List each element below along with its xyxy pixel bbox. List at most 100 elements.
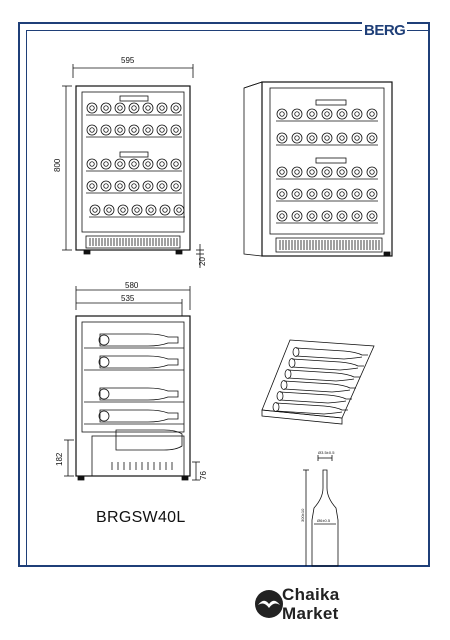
control-panel — [315, 157, 347, 164]
bottle-end-inner — [173, 127, 179, 133]
bottle-end — [276, 132, 288, 144]
bottle-end-inner — [354, 169, 360, 175]
bottle-end — [103, 204, 115, 216]
bottle-end-inner — [89, 105, 95, 111]
watermark-line-1: Chaika — [282, 585, 340, 604]
bottle-end — [351, 166, 363, 178]
bottle-end-inner — [354, 111, 360, 117]
bottle-end — [170, 124, 182, 136]
bottle-side — [99, 409, 179, 423]
bottle-end-inner — [354, 135, 360, 141]
control-panel — [119, 151, 149, 158]
control-panel — [315, 99, 347, 106]
bottle-end — [306, 166, 318, 178]
bottle-end-inner — [294, 213, 300, 219]
shelf-bottle-base — [292, 347, 300, 357]
bottle-end-inner — [103, 127, 109, 133]
bottle-height-dim: 300±10 — [300, 508, 305, 522]
bottle-end — [142, 180, 154, 192]
shelf-bottle-base — [284, 369, 292, 379]
bottle-end — [128, 180, 140, 192]
page-frame — [18, 22, 430, 567]
bottle-end — [321, 210, 333, 222]
bottle-end-inner — [131, 105, 137, 111]
bottle-base — [98, 356, 110, 368]
bottle-end — [321, 188, 333, 200]
bottle-end-inner — [324, 169, 330, 175]
bottle-end-inner — [176, 207, 182, 213]
shelf-bottle — [287, 369, 360, 378]
bottle-end-inner — [339, 213, 345, 219]
bottle-base — [98, 410, 110, 422]
bottle-end-inner — [339, 191, 345, 197]
shelf-bottle — [275, 402, 348, 411]
bottle-end-inner — [294, 169, 300, 175]
bottle-end — [100, 158, 112, 170]
bottle-side — [99, 355, 179, 369]
bottle-end — [336, 166, 348, 178]
bottle-end — [170, 102, 182, 114]
bottle-end — [276, 166, 288, 178]
bottle-end-inner — [173, 183, 179, 189]
bottle-end — [336, 132, 348, 144]
shelf-bottle — [279, 391, 352, 400]
bottle-end-inner — [279, 135, 285, 141]
bottle-end — [156, 102, 168, 114]
bottle-end-inner — [309, 111, 315, 117]
bottle-end — [366, 108, 378, 120]
bottle-end — [142, 102, 154, 114]
bottle-end-inner — [279, 169, 285, 175]
front-foot-label: 20 — [198, 257, 207, 266]
page-frame-inner — [26, 30, 430, 567]
bottle-end — [351, 188, 363, 200]
bottle-end-inner — [173, 105, 179, 111]
bottle-end — [351, 132, 363, 144]
bottle-end — [173, 204, 185, 216]
bottle-end-inner — [120, 207, 126, 213]
bottle-end-inner — [294, 135, 300, 141]
bottle-side — [99, 387, 179, 401]
bottle-end — [142, 124, 154, 136]
bottle-end — [86, 102, 98, 114]
shelf-bottle — [287, 377, 355, 382]
bottle-end — [336, 210, 348, 222]
bottle-end — [114, 158, 126, 170]
bottle-end — [100, 102, 112, 114]
brand-logo: BERG — [362, 22, 408, 39]
bottle-end-inner — [279, 213, 285, 219]
bottle-end — [351, 108, 363, 120]
bottle-end — [306, 188, 318, 200]
side-depth-label: 580 — [125, 281, 139, 290]
bottle-end-inner — [145, 183, 151, 189]
shelf-bottle-base — [272, 402, 280, 412]
shelf-bottle — [275, 410, 343, 415]
bottle-end-inner — [103, 183, 109, 189]
bottle-end — [114, 180, 126, 192]
bottle-end-inner — [92, 207, 98, 213]
bottle-end-inner — [162, 207, 168, 213]
shelf-detail-drawing — [261, 339, 375, 425]
bottle-end-inner — [159, 127, 165, 133]
bottle-end-inner — [339, 111, 345, 117]
bottle-end-inner — [369, 169, 375, 175]
front-width-label: 595 — [121, 56, 135, 65]
bottle-end — [291, 188, 303, 200]
perspective-view-drawing — [243, 81, 393, 257]
bottle-end-inner — [131, 127, 137, 133]
bottle-end — [321, 108, 333, 120]
front-view-drawing — [62, 64, 204, 268]
side-inner-depth-label: 535 — [121, 294, 135, 303]
bottle-end — [86, 158, 98, 170]
bottle-end — [128, 124, 140, 136]
bottle-end — [142, 158, 154, 170]
front-height-label: 800 — [53, 158, 62, 172]
bottle-end-inner — [279, 111, 285, 117]
side-foot-label: 76 — [199, 471, 208, 480]
bottle-end — [117, 204, 129, 216]
shelf-bottle-base — [280, 380, 288, 390]
bottle-end-inner — [117, 183, 123, 189]
shelf-bottle-base — [276, 391, 284, 401]
bottle-end-inner — [159, 161, 165, 167]
bottle-end-inner — [145, 127, 151, 133]
